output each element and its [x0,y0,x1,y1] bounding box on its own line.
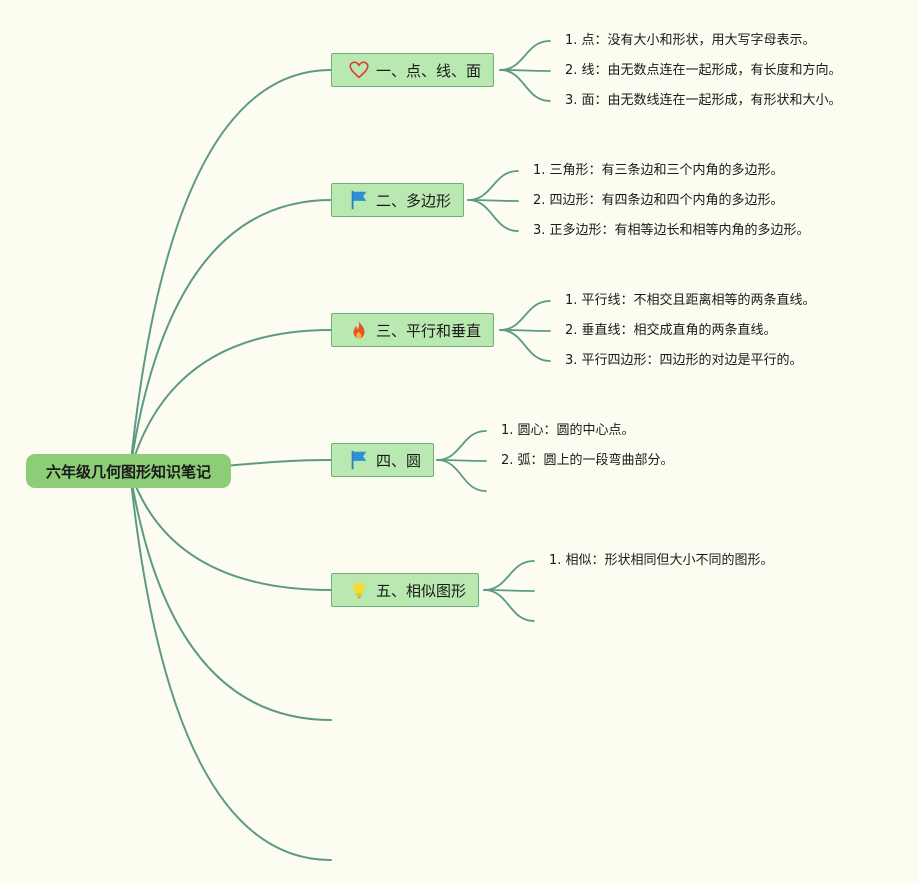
leaf-item[interactable]: 2. 弧：圆上的一段弯曲部分。 [501,453,674,468]
leaf-item[interactable]: 3. 平行四边形：四边形的对边是平行的。 [565,353,803,368]
main-branch-line [129,470,332,861]
leaf-item[interactable]: 1. 三角形：有三条边和三个内角的多边形。 [533,163,784,178]
leaf-item[interactable]: 2. 四边形：有四条边和四个内角的多边形。 [533,193,784,208]
leaf-item[interactable]: 3. 正多边形：有相等边长和相等内角的多边形。 [533,223,810,238]
leaf-item[interactable]: 3. 面：由无数线连在一起形成，有形状和大小。 [565,93,842,108]
topic-polygons[interactable]: 二、多边形 [331,183,465,217]
root-title: 六年级几何图形知识笔记 [45,462,211,481]
leaf-item[interactable]: 2. 线：由无数点连在一起形成，有长度和方向。 [565,63,842,78]
heart-icon [348,59,370,81]
topic-title: 四、圆 [376,451,422,470]
fire-icon [348,319,370,341]
main-branch-line [129,199,332,472]
sub-branch-line [483,560,535,591]
sub-branch-line [499,69,551,102]
root-topic[interactable]: 六年级几何图形知识笔记 [26,454,231,488]
leaf-item[interactable]: 2. 垂直线：相交成直角的两条直线。 [565,323,777,338]
sub-branch-line [499,329,551,362]
leaf-item[interactable]: 1. 点：没有大小和形状，用大写字母表示。 [565,33,816,48]
topic-title: 二、多边形 [376,191,452,210]
flag-icon [348,189,370,211]
sub-branch-line [436,430,487,461]
topic-circle[interactable]: 四、圆 [331,443,435,477]
main-branch-line [129,329,332,472]
topic-parallel-perpendicular[interactable]: 三、平行和垂直 [331,313,495,347]
leaf-item[interactable]: 1. 平行线：不相交且距离相等的两条直线。 [565,293,816,308]
topic-similar-figures[interactable]: 五、相似图形 [331,573,480,607]
sub-branch-line [499,40,551,71]
topic-title: 三、平行和垂直 [376,321,482,340]
sub-branch-line [467,199,519,232]
topic-title: 一、点、线、面 [376,61,482,80]
leaf-item[interactable]: 1. 圆心：圆的中心点。 [501,423,635,438]
sub-branch-line [483,589,535,622]
lightbulb-icon [348,579,370,601]
flag-icon [348,449,370,471]
sub-branch-line [499,300,551,331]
main-branch-line [129,470,332,721]
topic-title: 五、相似图形 [376,581,467,600]
main-branch-line [129,470,332,591]
sub-branch-line [436,459,487,492]
sub-branch-line [467,170,519,201]
main-branch-line [129,69,332,472]
topic-points-lines-planes[interactable]: 一、点、线、面 [331,53,495,87]
leaf-item[interactable]: 1. 相似：形状相同但大小不同的图形。 [549,553,774,568]
